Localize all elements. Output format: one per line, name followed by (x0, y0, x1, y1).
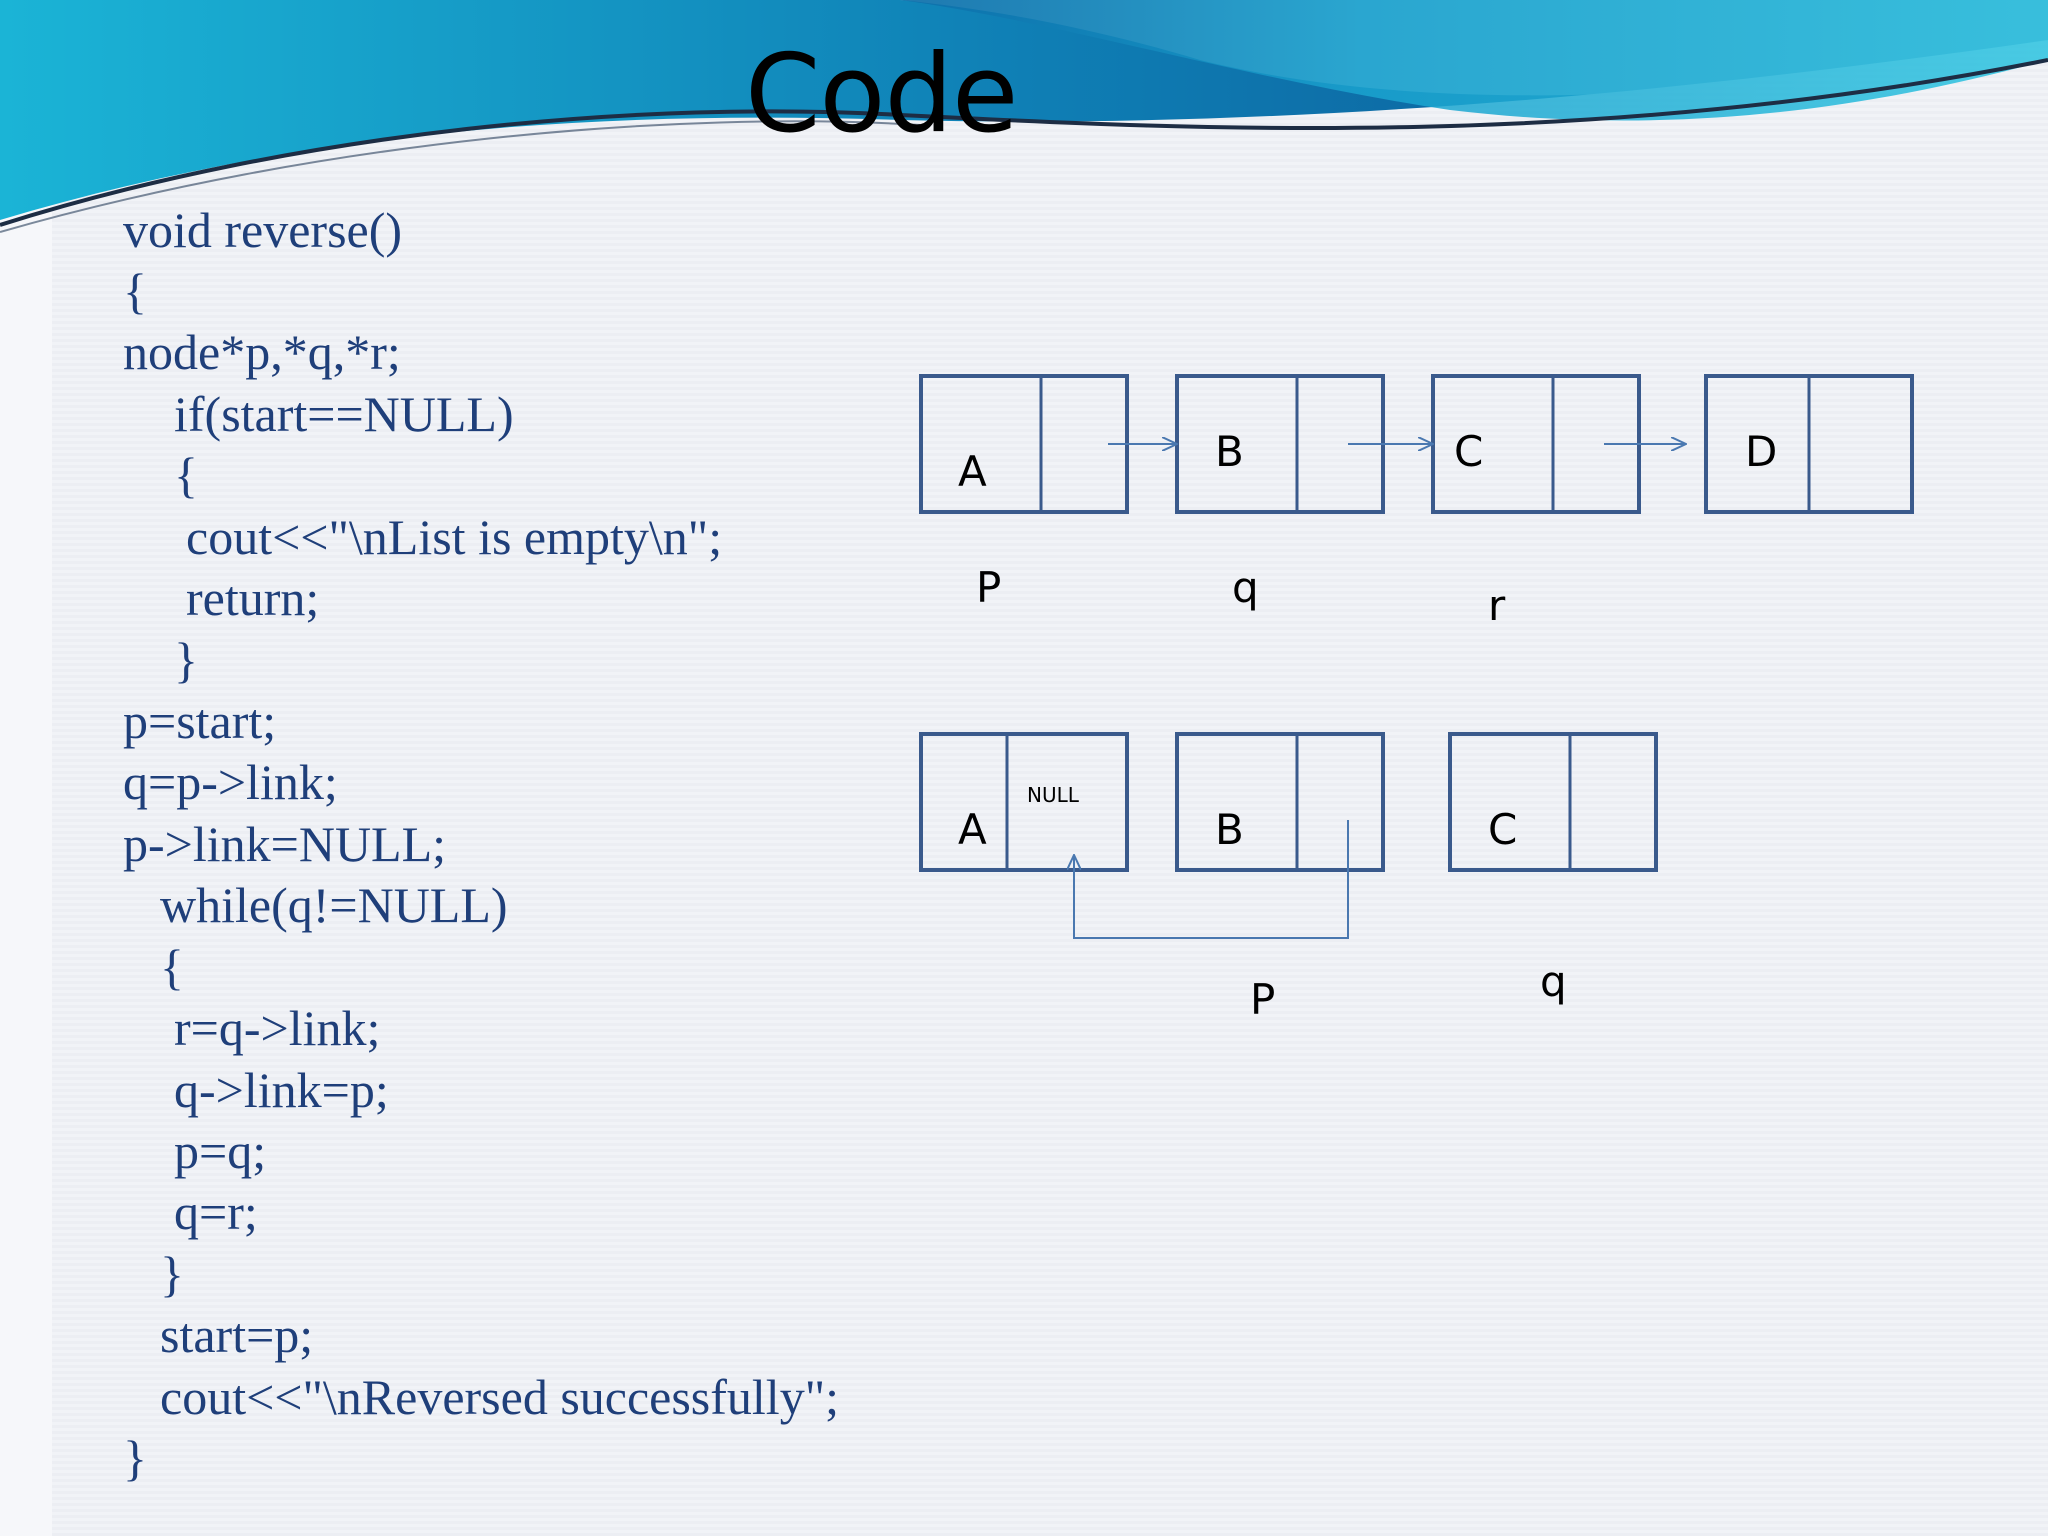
null-label: NULL (1027, 783, 1080, 807)
code-line: } (123, 1430, 147, 1486)
code-line: node*p,*q,*r; (123, 324, 401, 380)
code-line: { (174, 447, 198, 503)
node-label: C (1488, 805, 1517, 854)
code-line: } (160, 1246, 184, 1302)
left-margin-strip (0, 0, 52, 1536)
code-line: if(start==NULL) (174, 386, 514, 442)
code-line: while(q!=NULL) (160, 877, 508, 933)
code-line: q->link=p; (174, 1062, 389, 1118)
node-label: D (1745, 427, 1777, 476)
pointer-label-p: P (976, 563, 1001, 612)
node-label: A (958, 805, 987, 854)
top-node-d: D (1704, 374, 1914, 514)
node-label: C (1454, 427, 1483, 476)
code-line: p=start; (123, 693, 277, 749)
code-line: p=q; (174, 1123, 267, 1179)
node-label: B (1215, 427, 1244, 476)
slide-title: Code (745, 32, 1018, 157)
reversed-link-arrow (1074, 820, 1349, 939)
code-line: { (160, 939, 184, 995)
code-line: r=q->link; (174, 1000, 381, 1056)
code-line: p->link=NULL; (123, 816, 447, 872)
code-line: } (174, 632, 198, 688)
code-line: return; (186, 570, 320, 626)
header-wave-decoration (0, 0, 2048, 233)
pointer-label-q: q (1540, 957, 1567, 1006)
node-label: A (958, 447, 987, 496)
code-line: start=p; (160, 1307, 314, 1363)
bottom-node-a: A NULL (919, 732, 1129, 872)
bottom-node-b: B (1175, 732, 1385, 872)
code-line: cout<<"\nReversed successfully"; (160, 1369, 840, 1425)
code-line: q=r; (174, 1184, 258, 1240)
pointer-label-p: P (1250, 975, 1275, 1024)
code-line: void reverse() (123, 202, 403, 258)
pointer-label-q: q (1232, 563, 1259, 612)
code-line: cout<<"\nList is empty\n"; (186, 509, 723, 565)
node-label: B (1215, 805, 1244, 854)
top-node-a: A (919, 374, 1129, 514)
bottom-node-c: C (1448, 732, 1658, 872)
pointer-label-r: r (1488, 581, 1506, 630)
code-line: q=p->link; (123, 754, 338, 810)
code-line: { (123, 263, 147, 319)
